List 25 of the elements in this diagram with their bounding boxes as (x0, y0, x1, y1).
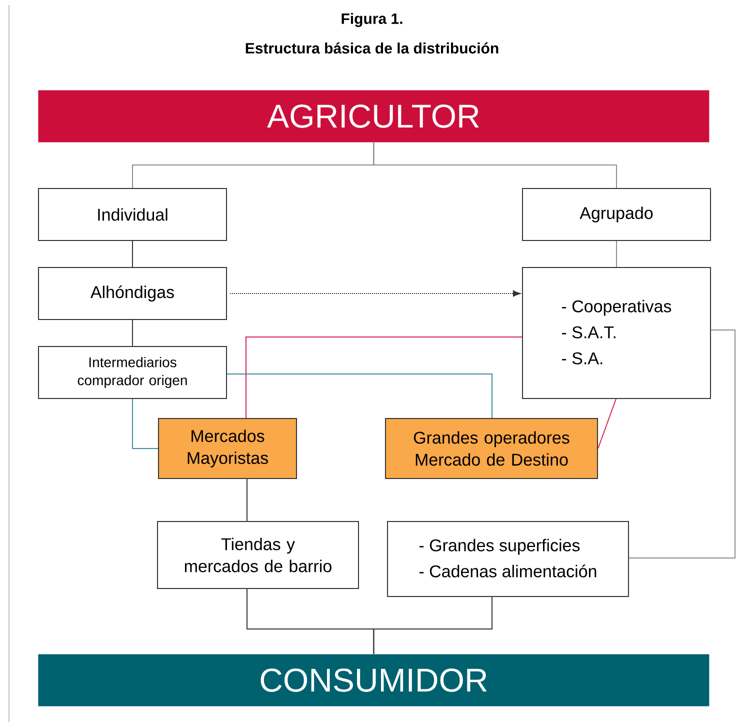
process-box: Alhóndigas (38, 267, 227, 320)
connector (246, 336, 522, 418)
process-box: Agrupado (522, 188, 711, 241)
header-band: AGRICULTOR (38, 90, 710, 142)
figure-title: Estructura básica de la distribución (246, 42, 498, 54)
connector (373, 596, 492, 654)
list-box: - Grandes superficies - Cadenas alimentación (387, 521, 629, 597)
connector (226, 374, 492, 418)
connector (616, 240, 617, 268)
connector (373, 142, 617, 188)
connector (628, 330, 736, 558)
process-box: Individual (38, 188, 227, 241)
process-box: Tiendas y mercados de barrio (157, 521, 359, 589)
connector (132, 320, 133, 346)
connector (132, 240, 133, 268)
connector (598, 398, 616, 449)
connector (230, 290, 520, 297)
connector (246, 478, 248, 522)
connector (132, 398, 158, 449)
highlight-box: Grandes operadores Mercado de Destino (385, 418, 598, 479)
process-box: Intermediarios comprador origen (38, 346, 227, 399)
footer-band: CONSUMIDOR (38, 654, 710, 706)
highlight-box: Mercados Mayoristas (158, 418, 297, 479)
list-box: - Cooperativas - S.A.T. - S.A. (522, 267, 711, 399)
figure-number: Figura 1. (342, 12, 402, 28)
